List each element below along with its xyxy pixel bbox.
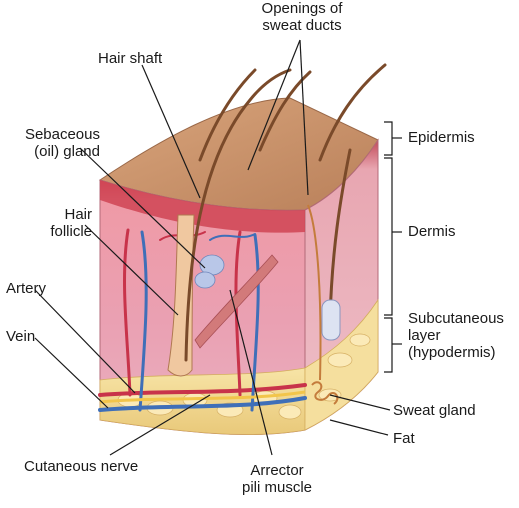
label-sebaceous-gland: Sebaceous (oil) gland (0, 126, 100, 160)
label-arrector-line1: Arrector (250, 462, 304, 479)
label-arrector-line2: pili muscle (241, 479, 313, 496)
sweat-gland (307, 204, 339, 405)
label-dermis: Dermis (408, 223, 456, 240)
label-fat: Fat (393, 430, 415, 447)
label-epidermis: Epidermis (408, 129, 475, 146)
label-hair-follicle-line2: follicle (50, 223, 92, 240)
label-sweat-gland: Sweat gland (393, 402, 476, 419)
sebaceous-gland (194, 254, 225, 289)
label-cutaneous-nerve: Cutaneous nerve (24, 458, 139, 475)
label-hair-shaft: Hair shaft (98, 50, 163, 67)
arrector-pili-muscle (194, 254, 279, 349)
label-artery: Artery (6, 280, 47, 297)
side-hair-bulb (321, 299, 341, 341)
vessels (98, 228, 307, 412)
label-subcutaneous-line3: (hypodermis) (408, 344, 496, 361)
leader-lines (34, 39, 402, 456)
hair-shafts (184, 63, 387, 362)
label-arrector-pili-muscle: Arrector pili muscle (222, 462, 332, 496)
label-hair-follicle-line1: Hair (64, 206, 92, 223)
label-vein: Vein (6, 328, 36, 345)
label-openings-sweat-ducts: Openings of sweat ducts (252, 0, 352, 34)
label-subcutaneous-line2: layer (408, 327, 441, 344)
label-hair-follicle: Hair follicle (20, 206, 92, 240)
label-sebaceous-line2: (oil) gland (34, 143, 100, 160)
label-openings-line1: Openings of (261, 0, 343, 17)
label-subcutaneous-layer: Subcutaneous layer (hypodermis) (408, 310, 504, 361)
label-subcutaneous-line1: Subcutaneous (408, 310, 504, 327)
label-openings-line2: sweat ducts (262, 17, 342, 34)
label-sebaceous-line1: Sebaceous (24, 126, 100, 143)
